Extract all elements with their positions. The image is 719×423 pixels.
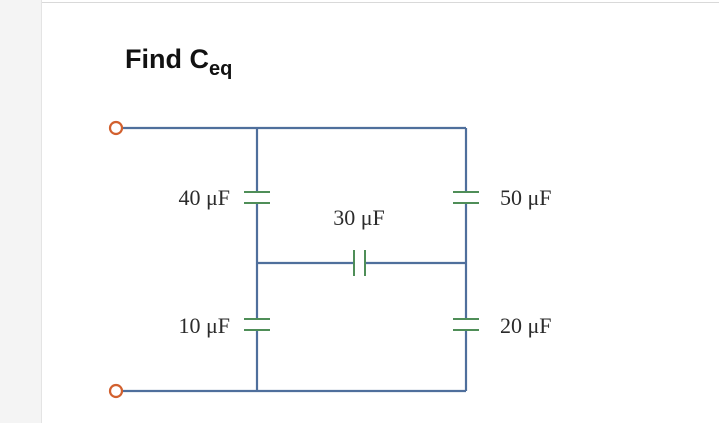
- capacitor-plates: [244, 191, 479, 331]
- capacitor-icon: [244, 318, 270, 331]
- content-card: [42, 0, 719, 423]
- title-main: Find C: [125, 44, 209, 74]
- problem-title: Find Ceq: [125, 44, 232, 81]
- terminal-icon: [108, 120, 124, 136]
- capacitor-label-40uf: 40 μF: [178, 185, 230, 210]
- capacitor-icon: [453, 191, 479, 204]
- capacitor-icon: [244, 191, 270, 204]
- capacitor-icon: [353, 250, 366, 276]
- terminal-icon: [108, 383, 124, 399]
- capacitor-label-20uf: 20 μF: [500, 313, 552, 338]
- capacitor-label-50uf: 50 μF: [500, 185, 552, 210]
- capacitor-icon: [453, 318, 479, 331]
- top-divider: [42, 2, 719, 3]
- capacitor-label-10uf: 10 μF: [178, 313, 230, 338]
- title-subscript: eq: [208, 58, 233, 80]
- left-divider: [41, 0, 42, 423]
- circuit-wires: [122, 126, 468, 393]
- terminals: [108, 120, 124, 399]
- capacitor-label-30uf: 30 μF: [333, 205, 385, 230]
